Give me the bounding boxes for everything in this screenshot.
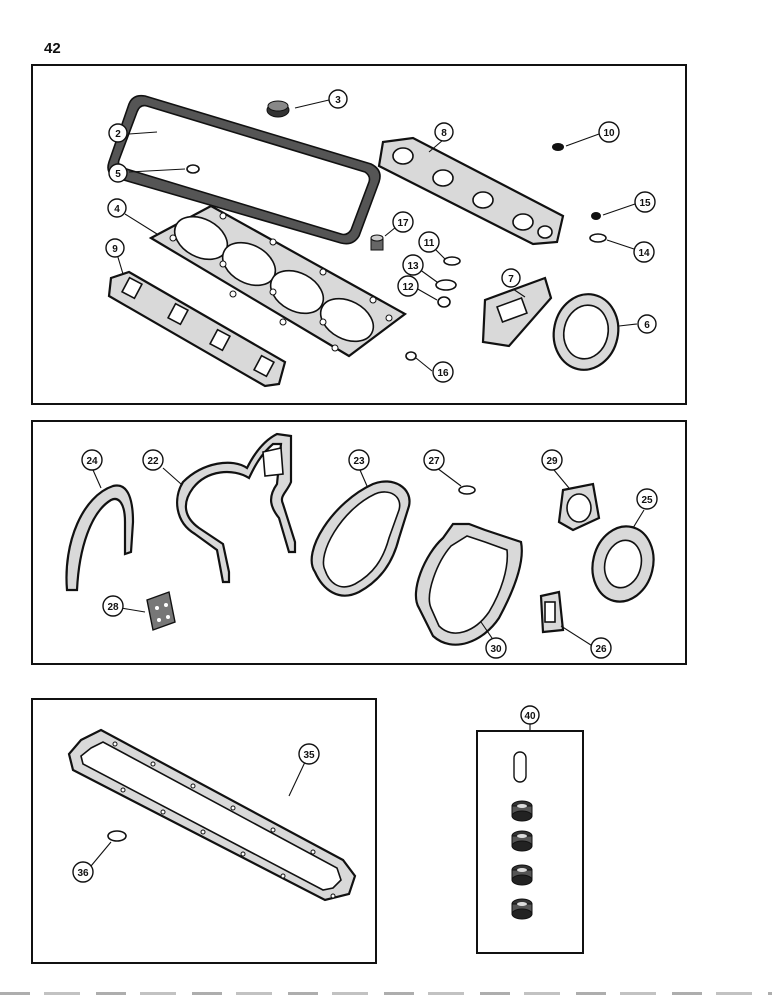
callout-22: 22 bbox=[142, 449, 164, 471]
oil-pan-gasket-illustration: 35 36 bbox=[67, 728, 357, 902]
callout-3: 3 bbox=[328, 89, 348, 109]
valve-stem-seal-4 bbox=[511, 898, 533, 920]
washer bbox=[443, 256, 461, 266]
cylinder-head-gasket bbox=[148, 204, 408, 358]
svg-text:14: 14 bbox=[638, 248, 650, 259]
callout-10: 10 bbox=[598, 121, 620, 143]
round-flange-gasket bbox=[552, 293, 620, 371]
panel-seal-kit bbox=[476, 730, 584, 954]
svg-text:6: 6 bbox=[644, 320, 650, 331]
callout-9: 9 bbox=[105, 238, 125, 258]
svg-text:27: 27 bbox=[428, 456, 440, 467]
cover-plate-28 bbox=[146, 591, 176, 631]
intake-manifold-gasket bbox=[107, 270, 287, 388]
svg-text:40: 40 bbox=[524, 711, 536, 722]
svg-text:17: 17 bbox=[397, 218, 409, 229]
plug-seal bbox=[591, 212, 601, 220]
flat-washer bbox=[435, 279, 457, 291]
svg-text:5: 5 bbox=[115, 169, 121, 180]
svg-text:2: 2 bbox=[115, 129, 121, 140]
seal-kit-illustration bbox=[511, 751, 533, 920]
page-number: 42 bbox=[44, 40, 61, 57]
seal-kit-callout-svg: 40 bbox=[520, 705, 540, 732]
valve-stem-seal-3 bbox=[511, 864, 533, 886]
callout-14: 14 bbox=[633, 241, 655, 263]
svg-text:12: 12 bbox=[402, 282, 414, 293]
small-washer-lower bbox=[405, 351, 417, 361]
svg-text:35: 35 bbox=[303, 750, 315, 761]
svg-text:10: 10 bbox=[603, 128, 615, 139]
small-washer bbox=[186, 164, 200, 174]
nut bbox=[437, 296, 451, 308]
oil-pan-gasket bbox=[67, 728, 357, 902]
callout-23: 23 bbox=[348, 449, 370, 471]
callout-27: 27 bbox=[423, 449, 445, 471]
svg-text:13: 13 bbox=[407, 261, 419, 272]
callout-13: 13 bbox=[402, 254, 424, 276]
svg-text:28: 28 bbox=[107, 602, 119, 613]
svg-text:9: 9 bbox=[112, 244, 118, 255]
callout-16: 16 bbox=[432, 361, 454, 383]
seal-installer-sleeve bbox=[513, 751, 527, 783]
grommet bbox=[266, 100, 290, 118]
gasket-26 bbox=[539, 590, 565, 634]
svg-text:22: 22 bbox=[147, 456, 159, 467]
callout-30: 30 bbox=[485, 637, 507, 659]
callout-2: 2 bbox=[108, 123, 128, 143]
round-gasket-29 bbox=[557, 482, 601, 532]
callout-7: 7 bbox=[501, 268, 521, 288]
callout-5: 5 bbox=[108, 163, 128, 183]
upper-gasket-illustration: 2 3 5 4 9 8 10 15 14 17 11 13 12 16 7 6 bbox=[105, 89, 657, 388]
callout-25: 25 bbox=[636, 488, 658, 510]
callout-24: 24 bbox=[81, 449, 103, 471]
valve-stem-seal-2 bbox=[511, 830, 533, 852]
drain-plug-washer bbox=[107, 830, 127, 842]
callout-6: 6 bbox=[637, 314, 657, 334]
callout-26: 26 bbox=[590, 637, 612, 659]
valve-stem-seal-1 bbox=[511, 800, 533, 822]
callout-11: 11 bbox=[418, 231, 440, 253]
callout-4: 4 bbox=[107, 198, 127, 218]
svg-text:11: 11 bbox=[424, 238, 435, 249]
svg-text:15: 15 bbox=[639, 198, 651, 209]
callout-35: 35 bbox=[298, 743, 320, 765]
svg-text:3: 3 bbox=[335, 95, 341, 106]
svg-text:25: 25 bbox=[641, 495, 653, 506]
panel-oil-pan-gaskets: 35 36 bbox=[31, 698, 377, 964]
svg-text:23: 23 bbox=[353, 456, 365, 467]
thermostat-housing-gasket bbox=[481, 276, 553, 348]
callout-12: 12 bbox=[397, 275, 419, 297]
callout-28: 28 bbox=[102, 595, 124, 617]
svg-text:26: 26 bbox=[595, 644, 607, 655]
svg-text:29: 29 bbox=[546, 456, 558, 467]
sleeve bbox=[370, 234, 384, 251]
exhaust-manifold-gasket bbox=[377, 136, 565, 246]
callout-40: 40 bbox=[520, 705, 540, 725]
svg-text:36: 36 bbox=[77, 868, 89, 879]
svg-text:24: 24 bbox=[86, 456, 98, 467]
svg-text:4: 4 bbox=[114, 204, 120, 215]
callout-29: 29 bbox=[541, 449, 563, 471]
callout-8: 8 bbox=[434, 122, 454, 142]
timing-gear-cover-gasket bbox=[176, 432, 297, 584]
svg-text:7: 7 bbox=[508, 274, 514, 285]
callout-17: 17 bbox=[392, 211, 414, 233]
rear-seal-gasket bbox=[65, 484, 135, 592]
round-flange-gasket-25 bbox=[591, 525, 655, 603]
valve-cover-gasket bbox=[107, 94, 381, 245]
o-ring bbox=[589, 233, 607, 243]
svg-text:30: 30 bbox=[490, 644, 502, 655]
svg-text:16: 16 bbox=[437, 368, 449, 379]
svg-text:8: 8 bbox=[441, 128, 447, 139]
panel-upper-engine-gaskets: 2 3 5 4 9 8 10 15 14 17 11 13 12 16 7 6 bbox=[31, 64, 687, 405]
panel-timing-cover-gaskets: 24 22 23 27 29 25 30 26 28 bbox=[31, 420, 687, 665]
callout-36: 36 bbox=[72, 861, 94, 883]
small-seal bbox=[552, 143, 564, 151]
callout-15: 15 bbox=[634, 191, 656, 213]
scan-artifact-line bbox=[0, 992, 772, 995]
timing-gasket-illustration: 24 22 23 27 29 25 30 26 28 bbox=[65, 432, 658, 659]
o-ring-27 bbox=[458, 485, 476, 495]
